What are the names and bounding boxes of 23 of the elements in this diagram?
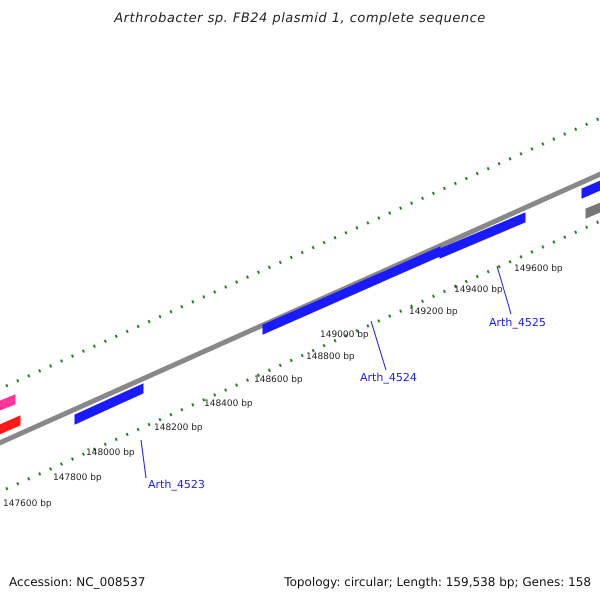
scale-label: 149400 bp [454, 286, 503, 295]
gene-bar [74, 383, 144, 425]
gene-bar [586, 200, 600, 219]
scale-label: 149200 bp [409, 308, 458, 317]
leader-line [140, 440, 146, 478]
gene-bar [0, 394, 16, 413]
gene-label: Arth_4524 [360, 372, 417, 383]
gene-bar [0, 415, 20, 437]
scale-label: 147600 bp [3, 500, 52, 509]
gene-label: Arth_4525 [489, 317, 546, 328]
gene-bar [582, 178, 600, 199]
gene-label: Arth_4523 [148, 479, 205, 490]
gene-bar [440, 212, 526, 259]
map-title: Arthrobacter sp. FB24 plasmid 1, complete sequence [112, 12, 487, 25]
leader-line [370, 320, 386, 370]
leader-line [496, 266, 512, 314]
scale-label: 147800 bp [53, 474, 102, 483]
scale-label: 148400 bp [204, 400, 253, 409]
scale-label: 149000 bp [320, 331, 369, 340]
summary-text: Topology: circular; Length: 159,538 bp; Genes: 158 [284, 576, 591, 588]
accession-text: Accession: NC_008537 [9, 576, 146, 588]
scale-label: 148000 bp [86, 449, 135, 458]
scale-label: 148600 bp [254, 376, 303, 385]
